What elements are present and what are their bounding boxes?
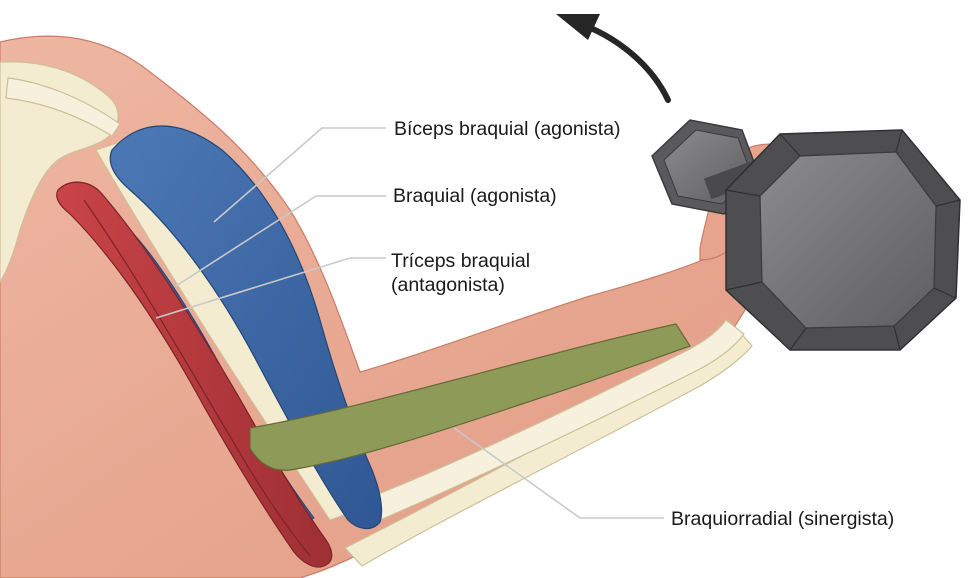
label-biceps: Bíceps braquial (agonista) <box>394 117 621 141</box>
label-braquiorradial: Braquiorradial (sinergista) <box>671 507 894 531</box>
curved-arrow-icon <box>556 14 668 100</box>
label-triceps-line2: (antagonista) <box>391 273 530 297</box>
label-triceps-line1: Tríceps braquial <box>391 249 530 273</box>
label-triceps: Tríceps braquial (antagonista) <box>391 249 530 297</box>
label-braquial: Braquial (agonista) <box>393 184 557 208</box>
